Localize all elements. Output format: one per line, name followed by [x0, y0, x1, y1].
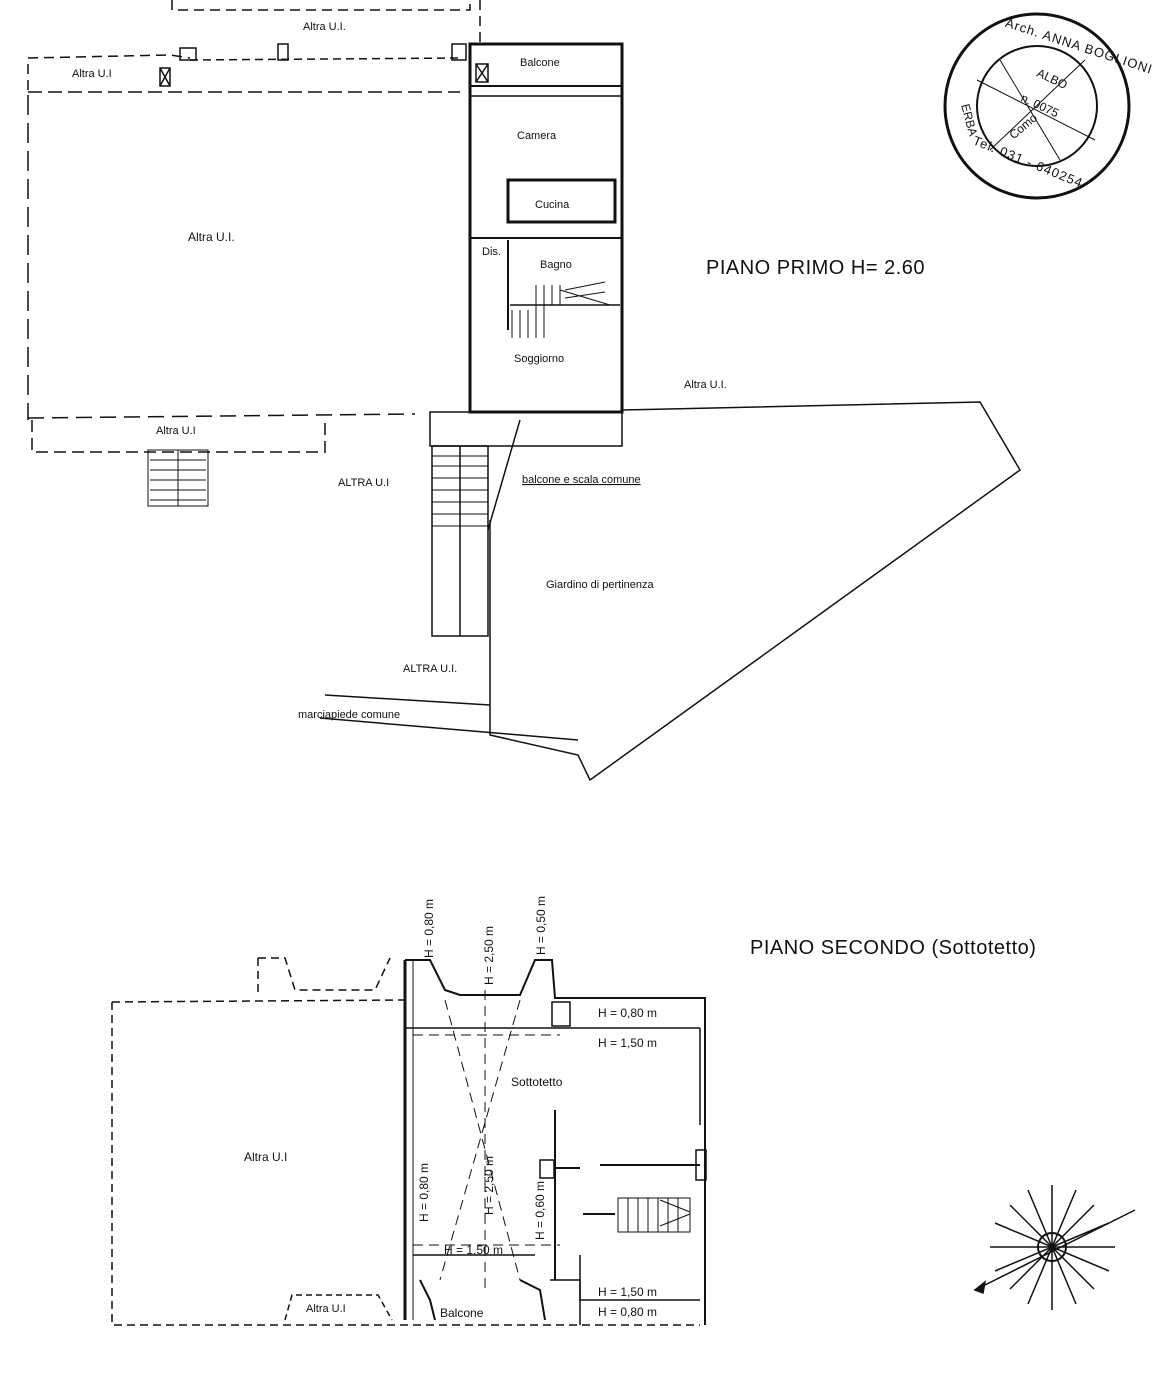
- piano-secondo-labels: Altra U.I Altra U.I Sottotetto Balcone H…: [244, 896, 657, 1320]
- compass-rose-icon: [973, 1185, 1136, 1310]
- label-altra-big: Altra U.I.: [188, 230, 235, 244]
- title-piano-primo: PIANO PRIMO H= 2.60: [706, 257, 925, 279]
- height-250-top: H = 2,50 m: [482, 926, 496, 985]
- label-altra-secondo-small: Altra U.I: [306, 1303, 346, 1315]
- label-altra-top: Altra U.I.: [303, 21, 346, 33]
- architect-stamp-icon: Arch. ANNA BOGLIONI ALBO n. 0075 Como ER…: [943, 12, 1152, 200]
- label-altra-stairs: ALTRA U.I: [338, 477, 389, 489]
- height-080-right: H = 0,80 m: [598, 1006, 657, 1020]
- label-altra-bottom-left: Altra U.I: [156, 425, 196, 437]
- height-080-left: H = 0,80 m: [417, 1163, 431, 1222]
- label-altra-right: Altra U.I.: [684, 379, 727, 391]
- label-giardino: Giardino di pertinenza: [546, 579, 655, 591]
- room-balcone-secondo: Balcone: [440, 1306, 484, 1320]
- room-balcone: Balcone: [520, 57, 560, 69]
- room-camera: Camera: [517, 130, 557, 142]
- label-altra-secondo-big: Altra U.I: [244, 1150, 287, 1164]
- label-marciapiede: marciapiede comune: [298, 709, 400, 721]
- height-150-bottom: H = 1,50 m: [444, 1243, 503, 1257]
- height-250-mid: H = 2,50 m: [482, 1156, 496, 1215]
- title-piano-secondo: PIANO SECONDO (Sottotetto): [750, 937, 1036, 959]
- height-060-mid: H = 0,60 m: [533, 1181, 547, 1240]
- piano-secondo-plan: [111, 957, 707, 1326]
- height-050-top: H = 0,50 m: [534, 896, 548, 955]
- piano-primo-labels: Altra U.I. Altra U.I Altra U.I. Balcone …: [72, 21, 727, 721]
- room-dis: Dis.: [482, 246, 501, 258]
- height-150-bottom-right: H = 1,50 m: [598, 1285, 657, 1299]
- stamp-region: ALBO: [1035, 66, 1070, 92]
- room-cucina: Cucina: [535, 199, 570, 211]
- height-150-right: H = 1,50 m: [598, 1036, 657, 1050]
- room-sottotetto: Sottotetto: [511, 1075, 563, 1089]
- label-altra-lower: ALTRA U.I.: [403, 663, 457, 675]
- label-balcone-scala: balcone e scala comune: [522, 474, 641, 486]
- stamp-province: Como: [1006, 110, 1040, 142]
- label-altra-left-top: Altra U.I: [72, 68, 112, 80]
- room-bagno: Bagno: [540, 259, 572, 271]
- height-080-bottom-right: H = 0,80 m: [598, 1305, 657, 1319]
- stamp-phone: Tel. 031 - 640254: [971, 133, 1086, 191]
- piano-primo-plan: [27, 0, 1021, 782]
- height-080-top: H = 0,80 m: [422, 899, 436, 958]
- room-soggiorno: Soggiorno: [514, 353, 564, 365]
